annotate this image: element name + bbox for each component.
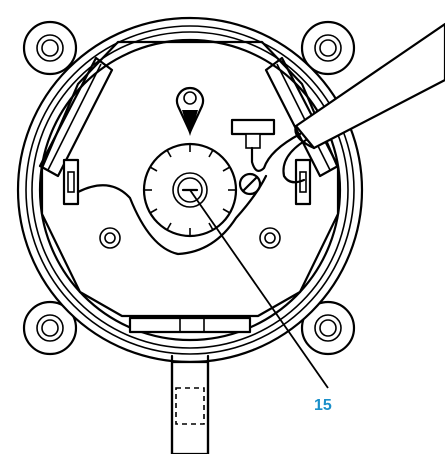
wires xyxy=(76,132,308,256)
mounting-ear-top-left xyxy=(22,20,78,76)
bottom-clamp xyxy=(128,316,252,334)
mounting-hole-right xyxy=(259,227,281,249)
mounting-ear-bottom-right xyxy=(300,300,356,356)
mounting-ear-top-right xyxy=(300,20,356,76)
cable xyxy=(294,22,445,150)
pointer-eyelet xyxy=(175,86,205,136)
screw xyxy=(238,172,262,196)
left-slot xyxy=(38,56,114,178)
sensor-probe xyxy=(170,354,210,454)
callout-label-15: 15 xyxy=(314,397,332,414)
callout-leader-line xyxy=(189,189,329,389)
terminal-right xyxy=(294,158,312,206)
terminal-left xyxy=(62,158,80,206)
mounting-hole-left xyxy=(99,227,121,249)
terminal-top xyxy=(230,118,276,149)
mounting-ear-bottom-left xyxy=(22,300,78,356)
